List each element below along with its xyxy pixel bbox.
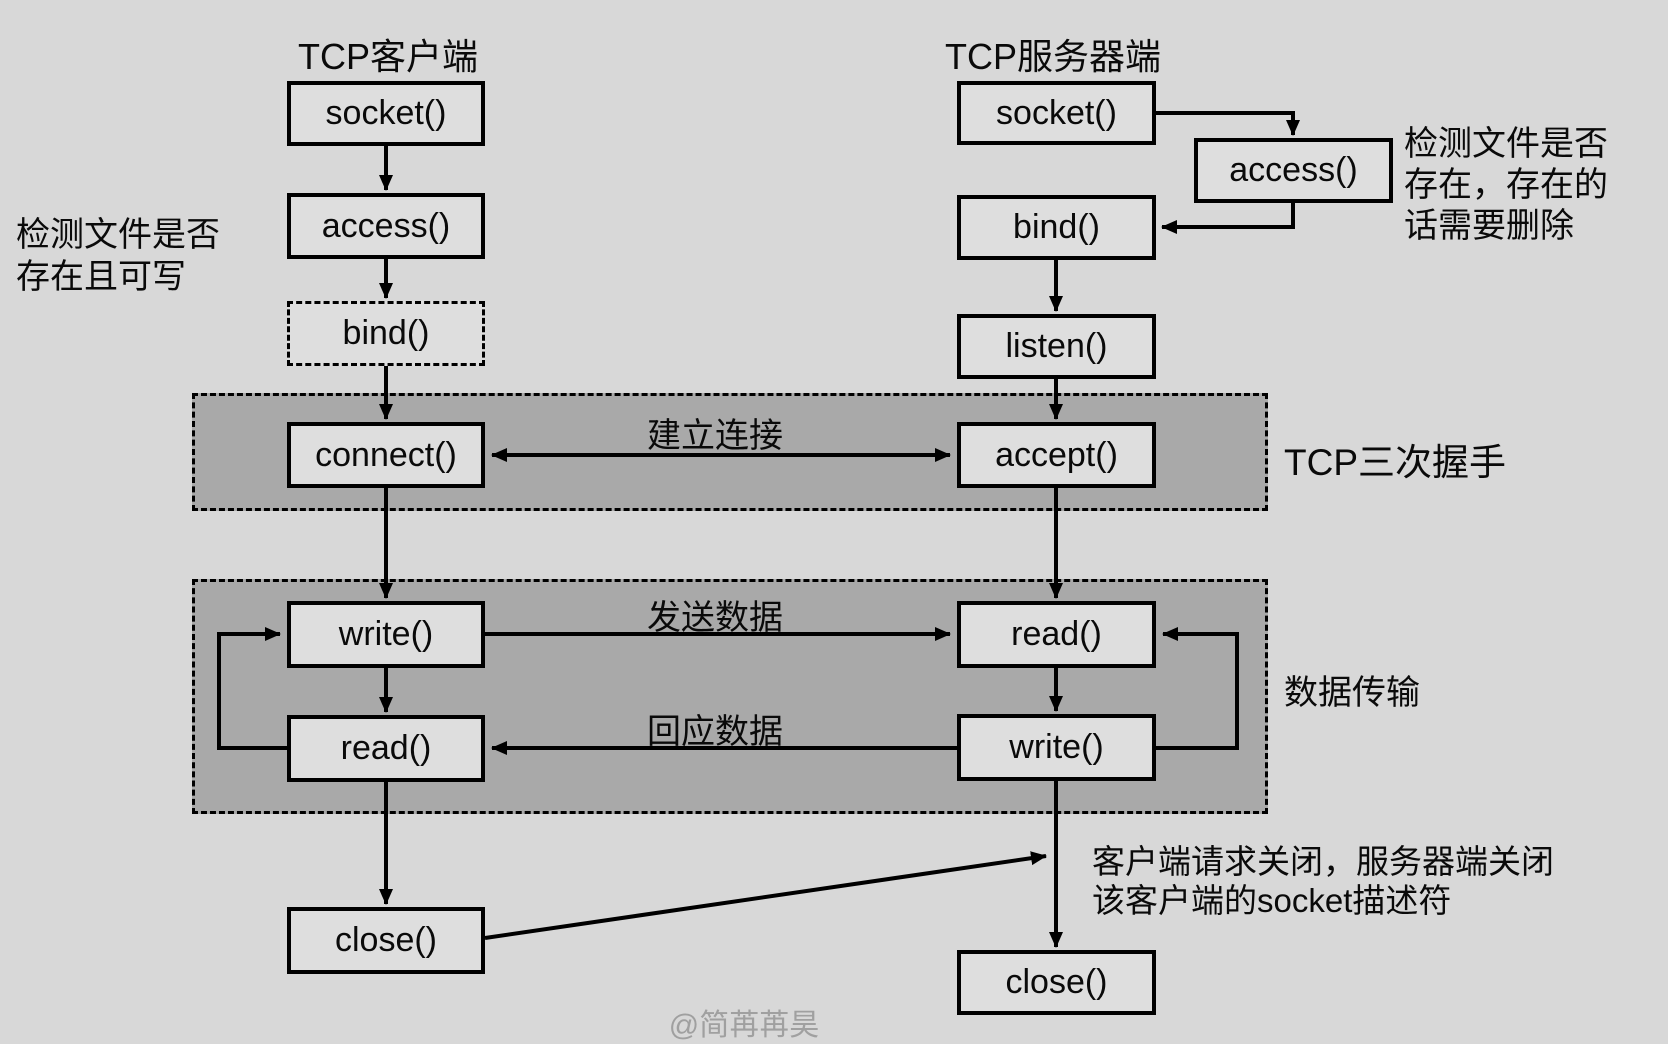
server-accept-box: accept() [957,422,1156,488]
server-bind-box: bind() [957,195,1156,260]
three-way-handshake-label: TCP三次握手 [1284,442,1506,483]
client-bind-box: bind() [287,301,485,366]
client-column-title: TCP客户端 [297,36,478,77]
server-note-line2: 存在，存在的 [1404,166,1608,204]
client-close-box: close() [287,907,485,974]
watermark-text: @简苒苒昊 [668,1009,820,1042]
server-note-line1: 检测文件是否 [1404,125,1608,163]
loop-server-write-read [1156,627,1239,750]
server-read-box: read() [957,601,1156,668]
data-transfer-label: 数据传输 [1284,674,1420,712]
server-socket-box: socket() [957,81,1156,145]
arrow-client-close-server [484,851,1047,940]
client-access-box: access() [287,193,485,259]
client-read-box: read() [287,715,485,782]
close-note-line1: 客户端请求关闭，服务器端关闭 [1092,843,1554,880]
server-note-line3: 话需要删除 [1404,207,1574,245]
loop-client-read-write [217,627,287,750]
client-file-check-note: 检测文件是否 存在且可写 [16,214,220,298]
server-column-title: TCP服务器端 [944,36,1161,77]
connector-server-access-bind [1161,203,1295,234]
server-write-box: write() [957,714,1156,781]
reply-data-label: 回应数据 [647,713,783,751]
send-data-label: 发送数据 [647,599,783,637]
client-write-box: write() [287,601,485,668]
server-close-box: close() [957,950,1156,1015]
server-listen-box: listen() [957,314,1156,379]
client-note-line1: 检测文件是否 [16,216,220,254]
client-note-line2: 存在且可写 [16,258,186,296]
close-note-line2: 该客户端的socket描述符 [1092,882,1452,919]
server-file-check-note: 检测文件是否 存在，存在的 话需要删除 [1404,124,1608,247]
connector-server-socket-access [1156,111,1300,136]
client-socket-box: socket() [287,81,485,146]
server-access-box: access() [1194,138,1393,203]
close-description-note: 客户端请求关闭，服务器端关闭 该客户端的socket描述符 [1092,842,1554,920]
client-connect-box: connect() [287,422,485,488]
establish-connection-label: 建立连接 [647,417,783,455]
